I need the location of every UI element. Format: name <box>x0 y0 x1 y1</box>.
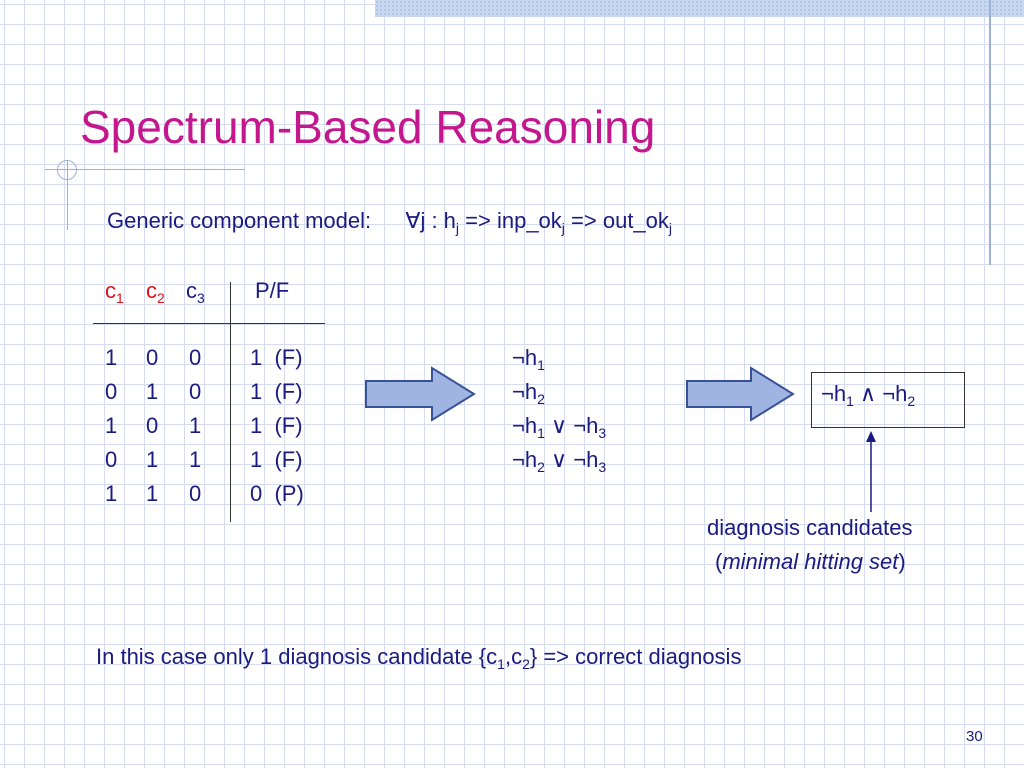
table-vertical-rule <box>230 282 231 522</box>
term-op: ∨ <box>544 413 574 438</box>
cell-c2: 1 <box>146 447 159 472</box>
caption-close-paren: ) <box>898 549 906 574</box>
page-number: 30 <box>966 728 983 745</box>
cell-c2: 0 <box>146 345 159 370</box>
header-letter: c <box>105 278 116 303</box>
table-horizontal-rule <box>93 323 325 324</box>
term-b: ¬h <box>573 413 599 438</box>
cell-result: 1 (F) <box>250 413 303 438</box>
term-a-sub: 2 <box>537 459 545 475</box>
block-arrow-right <box>686 366 795 422</box>
term-a: ¬h <box>512 345 538 370</box>
term-a-sub: 1 <box>537 425 545 441</box>
title-vertical-rule <box>67 160 68 230</box>
cell-c1: 0 <box>105 379 118 404</box>
conclusion-sub2: 2 <box>522 656 530 672</box>
cell-c1: 0 <box>105 447 118 472</box>
cell-c1: 1 <box>105 413 118 438</box>
model-label: Generic component model: <box>107 208 372 233</box>
cell-c3: 1 <box>189 447 202 472</box>
header-sub: 2 <box>157 290 165 306</box>
cell-c3: 0 <box>189 379 202 404</box>
model-sub-h: j <box>455 220 460 236</box>
cell-c1: 1 <box>105 345 118 370</box>
conclusion-suffix: } => correct diagnosis <box>529 644 742 669</box>
cell-result: 1 (F) <box>250 379 303 404</box>
caption-italic: minimal hitting set <box>722 549 899 574</box>
diag-b-sub: 2 <box>907 393 916 409</box>
conflict-item: ¬h2 ∨ ¬h3 <box>512 447 606 475</box>
forall-symbol: ∀ <box>405 208 421 233</box>
caption-line1: diagnosis candidates <box>707 515 913 540</box>
conclusion-comma: ,c <box>504 644 523 669</box>
conclusion-text: In this case only 1 diagnosis candidate … <box>96 644 742 672</box>
header-letter: c <box>186 278 197 303</box>
term-b-sub: 3 <box>598 425 607 441</box>
title-rule <box>45 169 245 170</box>
diag-op: ∧ <box>853 381 883 406</box>
diagnosis-box <box>811 372 965 428</box>
table-header-c3: c3 <box>186 278 205 306</box>
model-line: Generic component model: ∀j : hj => inp_… <box>107 208 672 236</box>
conclusion-sub1: 1 <box>497 656 505 672</box>
diag-a-sub: 1 <box>846 393 854 409</box>
term-b-sub: 3 <box>598 459 607 475</box>
table-header-pf: P/F <box>255 278 290 303</box>
table-header-c2: c2 <box>146 278 165 306</box>
pointer-arrow <box>866 431 876 512</box>
caption-open-paren: ( <box>715 549 723 574</box>
cell-result: 0 (P) <box>250 481 304 506</box>
ring-ornament <box>57 160 77 180</box>
conflict-item: ¬h1 ∨ ¬h3 <box>512 413 606 441</box>
term-a: ¬h <box>512 379 538 404</box>
right-decor-line <box>989 0 991 265</box>
term-a: ¬h <box>512 447 538 472</box>
model-sub-out: j <box>668 220 673 236</box>
cell-result: 1 (F) <box>250 345 303 370</box>
cell-c2: 0 <box>146 413 159 438</box>
header-sub: 1 <box>116 290 124 306</box>
header-sub: 3 <box>197 290 205 306</box>
conflict-item: ¬h1 <box>512 345 545 373</box>
model-sep: : h <box>425 208 456 233</box>
header-letter: c <box>146 278 157 303</box>
top-decor-bar <box>375 0 1024 17</box>
block-arrow-left <box>365 366 476 422</box>
diag-a: ¬h <box>821 381 847 406</box>
cell-c3: 1 <box>189 413 202 438</box>
caption-line2: (minimal hitting set) <box>715 551 906 573</box>
cell-result: 1 (F) <box>250 447 303 472</box>
term-b: ¬h <box>573 447 599 472</box>
cell-c3: 0 <box>189 481 202 506</box>
term-a-sub: 1 <box>537 357 545 373</box>
model-sub-inp: j <box>561 220 565 236</box>
cell-c3: 0 <box>189 345 202 370</box>
term-a-sub: 2 <box>537 391 545 407</box>
conflict-item: ¬h2 <box>512 379 545 407</box>
model-j: j <box>420 208 426 233</box>
model-arrow-out: => out_ok <box>564 208 669 233</box>
cell-c2: 1 <box>146 481 159 506</box>
term-a: ¬h <box>512 413 538 438</box>
conclusion-prefix: In this case only 1 diagnosis candidate … <box>96 644 498 669</box>
slide-title: Spectrum-Based Reasoning <box>80 101 656 153</box>
term-op: ∨ <box>544 447 574 472</box>
diagnosis-expression: ¬h1 ∧ ¬h2 <box>821 381 915 409</box>
diag-b: ¬h <box>882 381 908 406</box>
model-arrow-inp: => inp_ok <box>459 208 562 233</box>
table-header-c1: c1 <box>105 278 124 306</box>
cell-c1: 1 <box>105 481 118 506</box>
cell-c2: 1 <box>146 379 159 404</box>
